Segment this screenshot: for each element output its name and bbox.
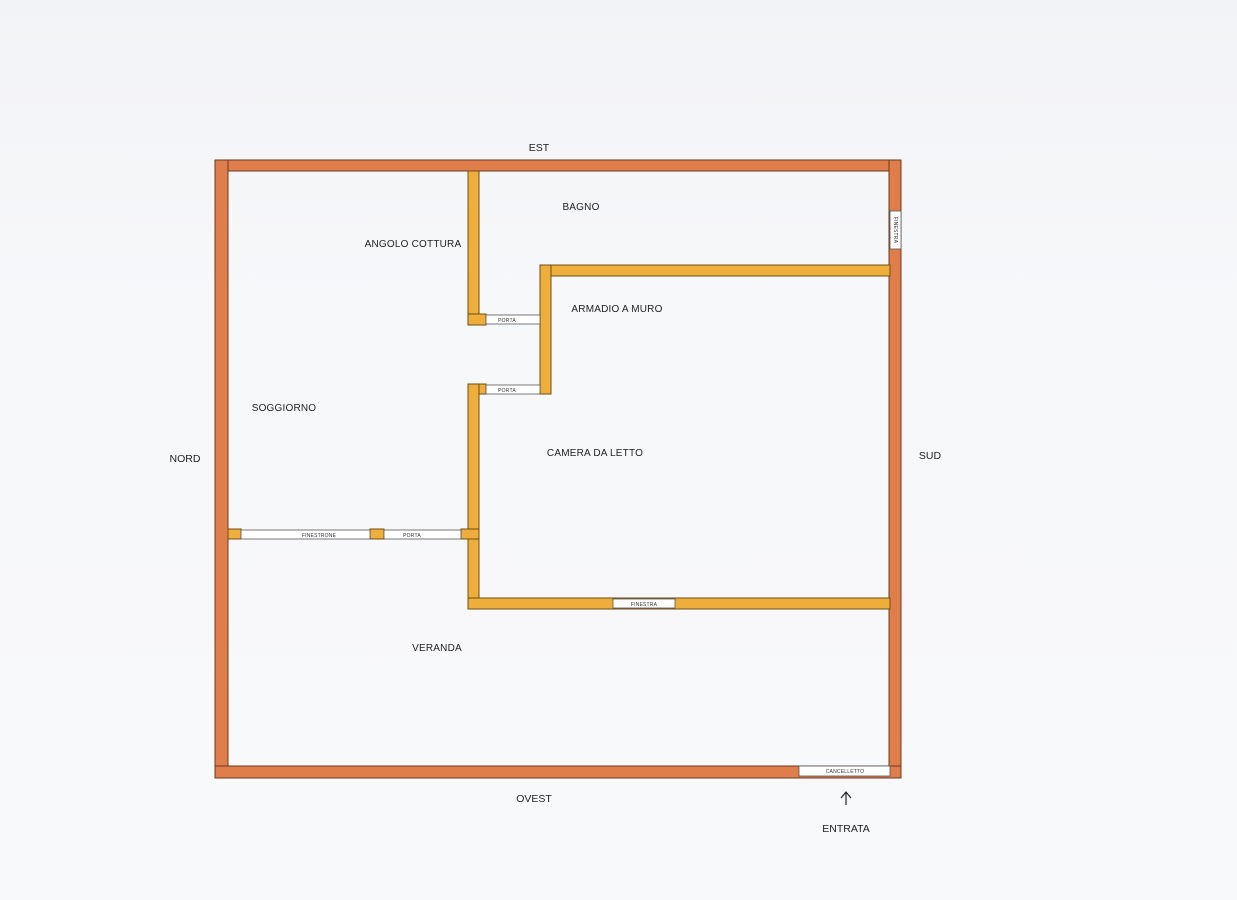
- porta-veranda-label: PORTA: [403, 533, 421, 539]
- compass-west: OVEST: [516, 793, 552, 805]
- wall-door-stub-a: [467, 313, 487, 326]
- room-camera-da-letto: CAMERA DA LETTO: [547, 448, 643, 459]
- entrance-label: ENTRATA: [822, 823, 869, 835]
- room-soggiorno: SOGGIORNO: [252, 403, 317, 414]
- room-armadio-a-muro: ARMADIO A MURO: [571, 304, 662, 315]
- porta-bagno-label: PORTA: [498, 318, 516, 324]
- wall-bedroom-bottom: [467, 597, 891, 610]
- compass-north: NORD: [170, 453, 201, 465]
- wall-kitchen-bath: [467, 170, 480, 326]
- compass-labels: EST OVEST NORD SUD: [170, 142, 942, 805]
- wall-veranda-a: [227, 528, 242, 540]
- wall-veranda-c: [460, 528, 480, 540]
- finestrone-label: FINESTRONE: [302, 533, 337, 539]
- finestra-bagno: FINESTRA: [889, 210, 902, 250]
- room-angolo-cottura: ANGOLO COTTURA: [365, 239, 462, 250]
- room-veranda: VERANDA: [412, 643, 462, 654]
- entrance: ENTRATA: [822, 791, 870, 835]
- wall-east: [214, 159, 902, 172]
- openings: PORTA PORTA FINESTRA FINESTRONE PORTA FI…: [240, 210, 902, 777]
- compass-south: SUD: [919, 450, 942, 462]
- wall-bath-wardrobe: [539, 264, 891, 277]
- porta-camera-label: PORTA: [498, 388, 516, 394]
- cancelletto: CANCELLETTO: [798, 765, 891, 777]
- porta-bagno: PORTA: [485, 314, 541, 325]
- compass-east: EST: [529, 142, 550, 154]
- inner-walls: [227, 170, 891, 610]
- wall-wardrobe-left: [539, 264, 552, 395]
- arrow-up-icon: [840, 791, 852, 805]
- wall-south: [888, 159, 902, 778]
- wall-bedroom-left: [467, 383, 480, 610]
- wall-north: [214, 159, 229, 779]
- finestrone: FINESTRONE: [240, 529, 371, 540]
- room-labels: ANGOLO COTTURA BAGNO ARMADIO A MURO SOGG…: [252, 202, 663, 654]
- cancelletto-label: CANCELLETTO: [826, 769, 865, 775]
- porta-camera: PORTA: [485, 384, 541, 395]
- room-bagno: BAGNO: [562, 202, 599, 213]
- wall-west: [214, 765, 902, 779]
- finestra-bagno-label: FINESTRA: [892, 217, 898, 244]
- finestra-camera-label: FINESTRA: [631, 602, 658, 608]
- finestra-camera: FINESTRA: [612, 598, 676, 609]
- porta-veranda: PORTA: [383, 529, 462, 540]
- outer-walls: [214, 159, 902, 779]
- wall-veranda-b: [369, 528, 385, 540]
